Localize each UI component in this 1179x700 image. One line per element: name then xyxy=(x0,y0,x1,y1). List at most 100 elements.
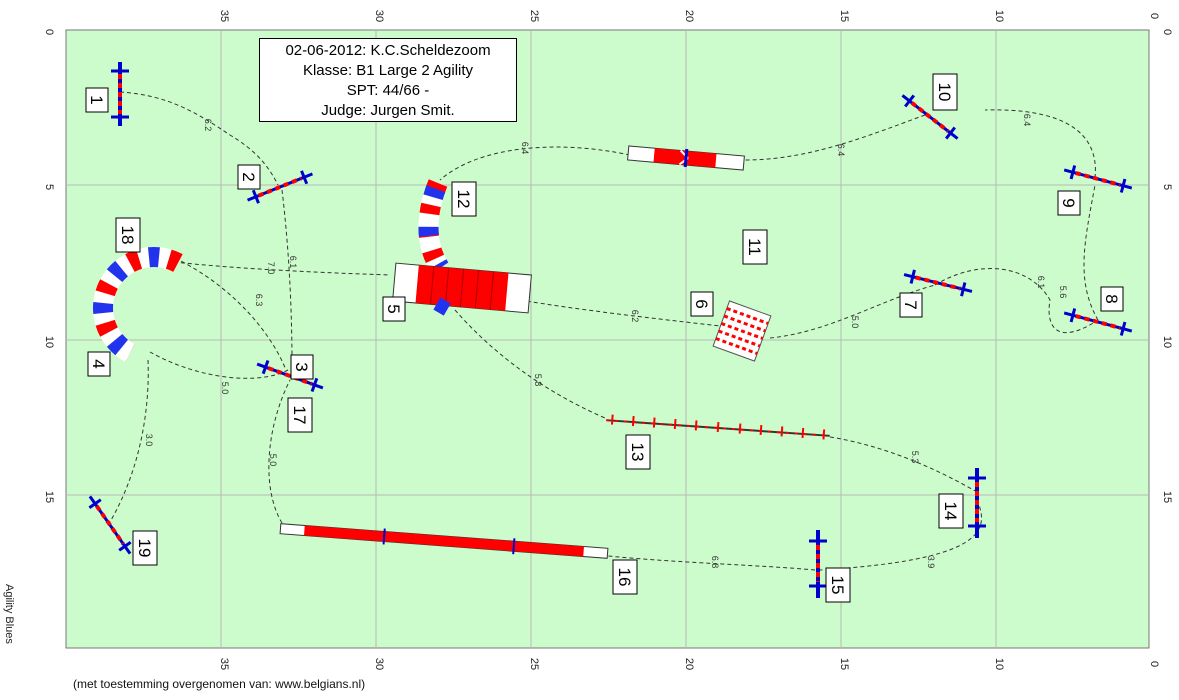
bottom-tick-20: 20 xyxy=(683,658,695,670)
left-tick-10: 10 xyxy=(43,336,55,348)
weave-poles-obstacle-13 xyxy=(606,414,830,440)
distance-label: 5.3 xyxy=(910,451,920,464)
jump-obstacle-7 xyxy=(903,269,973,297)
obstacle-number-11: 11 xyxy=(742,229,768,265)
obstacle-number-2: 2 xyxy=(237,164,261,190)
distance-label: 3.0 xyxy=(144,434,154,447)
right-tick-15: 15 xyxy=(1161,491,1173,503)
top-tick-20: 20 xyxy=(683,10,695,22)
obstacle-number-15: 15 xyxy=(825,567,851,603)
obstacle-number-1: 1 xyxy=(85,87,109,113)
distance-label: 5.8 xyxy=(533,374,543,387)
side-label: Agility Blues xyxy=(3,584,15,644)
class-title: Klasse: B1 Large 2 Agility xyxy=(302,62,474,79)
obstacle-number-19: 19 xyxy=(132,530,158,566)
bottom-tick-0: 0 xyxy=(1148,661,1160,667)
distance-label: 6.4 xyxy=(836,144,846,157)
svg-text:16: 16 xyxy=(615,568,634,587)
top-tick-30: 30 xyxy=(373,10,385,22)
tunnel-obstacle-12 xyxy=(418,179,449,274)
jump-obstacle-10 xyxy=(901,94,959,140)
right-axis: 0 5 10 15 xyxy=(1161,29,1173,503)
svg-text:1: 1 xyxy=(87,95,106,104)
distance-label: 6.2 xyxy=(203,119,213,132)
bottom-tick-15: 15 xyxy=(838,658,850,670)
svg-text:11: 11 xyxy=(745,238,764,256)
bottom-tick-30: 30 xyxy=(373,658,385,670)
obstacle-number-7: 7 xyxy=(899,292,923,318)
right-tick-10: 10 xyxy=(1161,336,1173,348)
obstacle-number-4: 4 xyxy=(87,351,111,377)
distance-label: 5.6 xyxy=(1058,286,1068,299)
distance-label: 5.0 xyxy=(220,382,230,395)
obstacle-number-10: 10 xyxy=(932,73,958,111)
svg-text:18: 18 xyxy=(118,226,137,245)
bottom-axis: 35 30 25 20 15 10 0 xyxy=(218,658,1160,670)
svg-text:3: 3 xyxy=(292,362,311,371)
top-tick-10: 10 xyxy=(993,10,1005,22)
spt-info: SPT: 44/66 - xyxy=(346,82,430,99)
jump-obstacle-14 xyxy=(968,468,986,538)
distance-label: 5.0 xyxy=(268,454,278,467)
svg-text:13: 13 xyxy=(628,443,647,462)
jump-obstacle-3 xyxy=(256,360,324,392)
obstacle-number-8: 8 xyxy=(1100,286,1124,312)
left-tick-5: 5 xyxy=(43,184,55,190)
svg-text:6: 6 xyxy=(692,299,711,308)
distance-label: 5.0 xyxy=(850,316,860,329)
distance-label: 6.4 xyxy=(1022,114,1032,127)
distance-label: 6.1 xyxy=(288,256,298,269)
jump-obstacle-1 xyxy=(111,62,129,126)
distance-label: 6.2 xyxy=(630,310,640,323)
svg-text:8: 8 xyxy=(1102,294,1121,303)
jump-obstacle-15 xyxy=(809,530,827,598)
top-tick-35: 35 xyxy=(218,10,230,22)
obstacle-number-6: 6 xyxy=(690,291,714,317)
top-tick-15: 15 xyxy=(838,10,850,22)
course-path xyxy=(109,91,1099,571)
left-tick-0: 0 xyxy=(43,29,55,35)
tunnel-obstacle-4-18 xyxy=(93,247,183,362)
obstacle-number-14: 14 xyxy=(938,493,964,529)
aframe-obstacle-11 xyxy=(627,145,745,171)
right-tick-5: 5 xyxy=(1161,184,1173,190)
bottom-tick-35: 35 xyxy=(218,658,230,670)
distance-label: 7.0 xyxy=(266,262,276,275)
jump-obstacle-8 xyxy=(1063,308,1133,336)
weave-obstacle-6 xyxy=(712,300,772,362)
bottom-tick-10: 10 xyxy=(993,658,1005,670)
svg-text:7: 7 xyxy=(901,300,920,309)
obstacle-number-5: 5 xyxy=(382,296,406,322)
field xyxy=(65,29,1150,649)
svg-text:2: 2 xyxy=(239,172,258,181)
svg-text:17: 17 xyxy=(290,406,309,425)
svg-text:12: 12 xyxy=(454,190,473,209)
judge-info: Judge: Jurgen Smit. xyxy=(321,102,455,119)
distance-label: 6.1 xyxy=(1036,276,1046,289)
top-tick-25: 25 xyxy=(528,10,540,22)
obstacle-number-17: 17 xyxy=(287,397,313,433)
distance-label: 6.8 xyxy=(710,556,720,569)
distance-labels: 6.2 6.4 6.4 6.4 7.0 6.1 6.3 5.0 3.0 5.0 … xyxy=(144,114,1068,569)
course-info-box: 02-06-2012: K.C.Scheldezoom Klasse: B1 L… xyxy=(259,38,517,122)
jump-obstacle-2 xyxy=(246,170,314,204)
credit-text: (met toestemming overgenomen van: www.be… xyxy=(73,677,366,691)
obstacle-number-18: 18 xyxy=(115,217,141,253)
obstacle-number-3: 3 xyxy=(290,354,314,380)
left-tick-15: 15 xyxy=(43,491,55,503)
right-tick-0: 0 xyxy=(1161,29,1173,35)
svg-text:4: 4 xyxy=(89,359,108,368)
svg-text:10: 10 xyxy=(935,83,954,102)
left-axis: 0 5 10 15 xyxy=(43,29,55,503)
svg-text:5: 5 xyxy=(384,304,403,313)
distance-label: 6.3 xyxy=(254,294,264,307)
svg-text:15: 15 xyxy=(828,576,847,595)
table-obstacle-5 xyxy=(392,262,532,316)
obstacle-number-16: 16 xyxy=(612,559,638,595)
distance-label: 3.9 xyxy=(926,556,936,569)
svg-text:14: 14 xyxy=(941,502,960,521)
svg-text:19: 19 xyxy=(135,539,154,558)
obstacle-number-12: 12 xyxy=(451,181,477,217)
svg-text:9: 9 xyxy=(1059,198,1078,207)
